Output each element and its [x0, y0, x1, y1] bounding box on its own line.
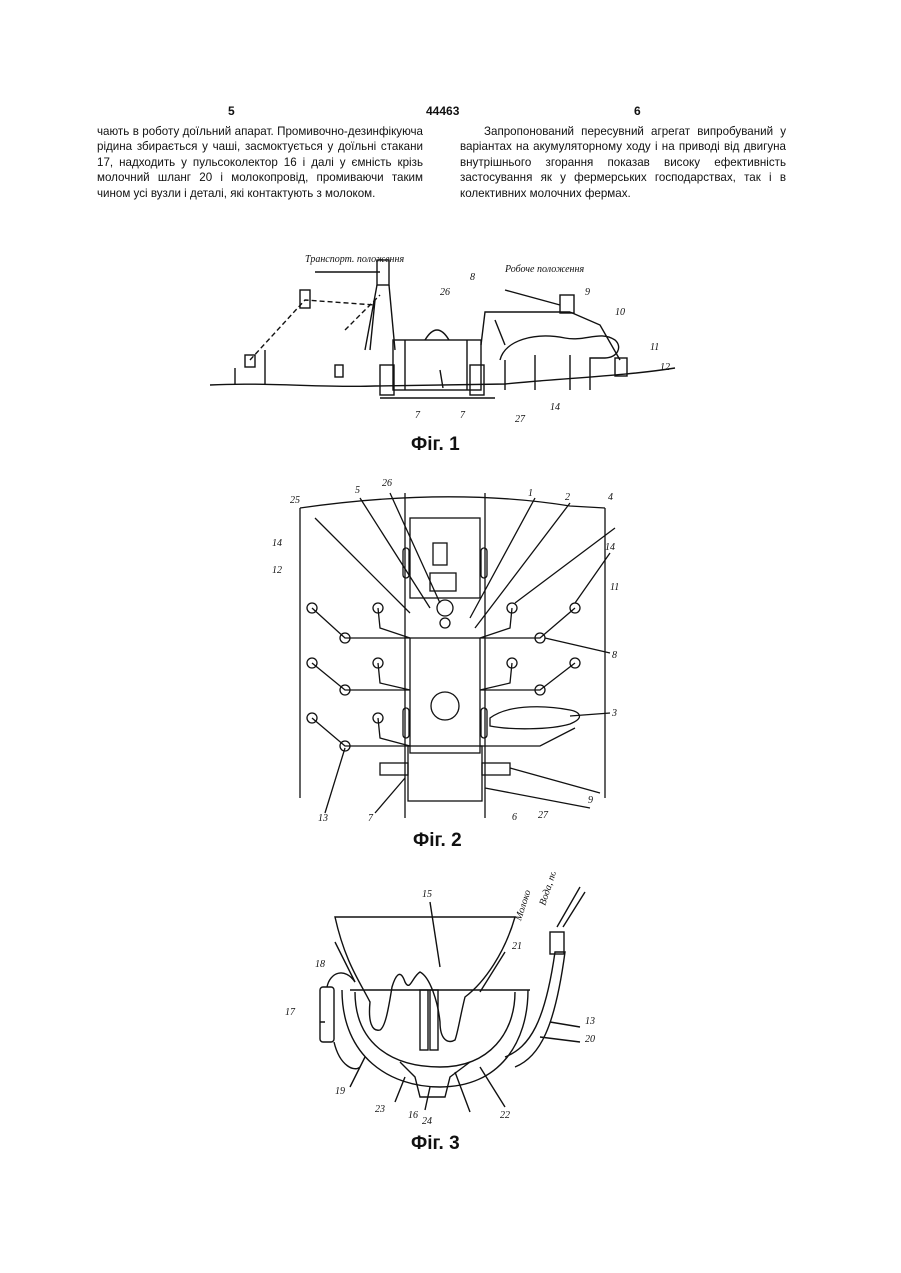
fig2-label-3: 3	[611, 708, 617, 719]
fig2-label-1: 1	[528, 488, 533, 499]
fig3-label-22: 22	[500, 1110, 510, 1121]
fig2-label-5: 5	[355, 485, 360, 496]
page-number-right: 6	[634, 104, 641, 118]
fig2-label-9: 9	[588, 795, 593, 806]
fig2-label-13: 13	[318, 813, 328, 823]
fig2-label-11: 11	[610, 582, 619, 593]
fig1-label-26: 26	[440, 287, 450, 298]
fig2-label-14b: 14	[605, 542, 615, 553]
fig2-label-8: 8	[612, 650, 617, 661]
fig2-label-7: 7	[368, 813, 374, 823]
fig3-label-milk: Молоко	[513, 889, 534, 924]
fig2-label-6: 6	[512, 812, 517, 823]
fig1-label-7a: 7	[415, 410, 421, 421]
fig2-label-27: 27	[538, 810, 549, 821]
fig1-label-7b: 7	[460, 410, 466, 421]
fig1-label-10: 10	[615, 307, 625, 318]
fig3-label-water-air: Вода, повітря	[538, 872, 567, 907]
fig2-label-25: 25	[290, 495, 300, 506]
fig3-label-17: 17	[285, 1007, 296, 1018]
patent-number: 44463	[426, 104, 459, 118]
fig3-label-16: 16	[408, 1110, 418, 1121]
fig2-label-12: 12	[272, 565, 282, 576]
figure-2-caption: Фіг. 2	[413, 830, 462, 852]
fig3-label-19: 19	[335, 1086, 345, 1097]
fig3-label-13: 13	[585, 1016, 595, 1027]
fig3-label-23: 23	[375, 1104, 385, 1115]
figure-2-drawing: 25 5 26 1 2 4 14 14 12 11 8 3 9 27 6 13 …	[270, 478, 640, 823]
fig1-label-8: 8	[470, 272, 475, 283]
fig3-label-24: 24	[422, 1116, 432, 1127]
figure-1-drawing: Транспорт. положення Робоче положення 8 …	[205, 250, 685, 430]
fig1-label-12: 12	[660, 362, 670, 373]
fig3-label-20: 20	[585, 1034, 595, 1045]
fig1-label-working: Робоче положення	[504, 264, 584, 275]
fig3-label-15: 15	[422, 889, 432, 900]
fig1-label-transport: Транспорт. положення	[305, 254, 404, 265]
fig1-label-11: 11	[650, 342, 659, 353]
fig2-label-14a: 14	[272, 538, 282, 549]
fig1-label-9: 9	[585, 287, 590, 298]
figure-3-caption: Фіг. 3	[411, 1133, 460, 1155]
fig2-label-26: 26	[382, 478, 392, 489]
fig1-label-14: 14	[550, 402, 560, 413]
figure-1-caption: Фіг. 1	[411, 434, 460, 456]
fig3-label-21: 21	[512, 941, 522, 952]
fig3-label-18: 18	[315, 959, 325, 970]
fig2-label-4: 4	[608, 492, 613, 503]
figure-3-drawing: 15 Вода, повітря Молоко 18 21 17 13 20 1…	[280, 872, 610, 1130]
page-number-left: 5	[228, 104, 235, 118]
fig2-label-2: 2	[565, 492, 570, 503]
left-column-text: чають в роботу доїльний апарат. Промивоч…	[97, 124, 423, 201]
right-column-text: Запропонований пересувний агрегат випроб…	[460, 124, 786, 201]
fig1-label-27: 27	[515, 414, 526, 425]
